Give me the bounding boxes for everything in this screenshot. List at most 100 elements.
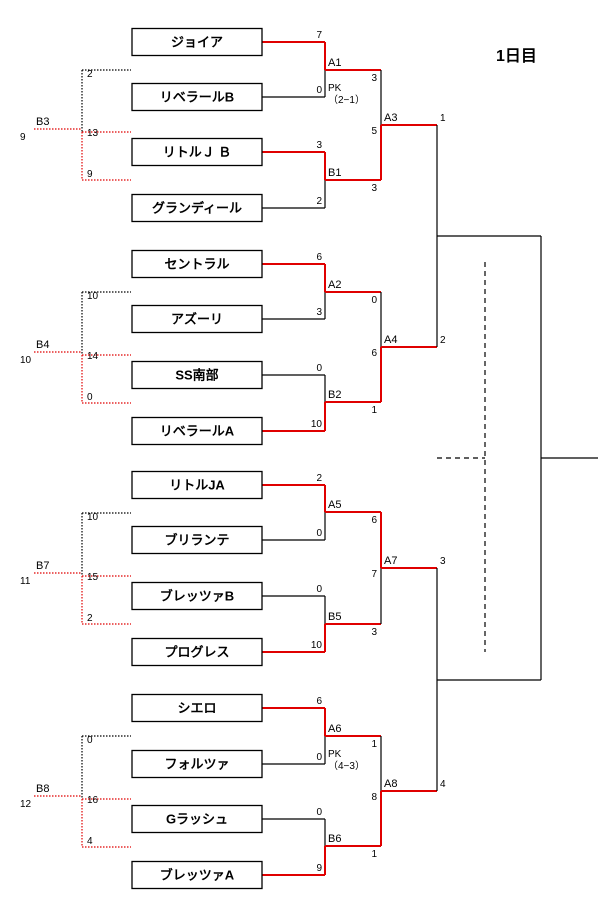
score: 1: [371, 849, 377, 860]
team-box: [131, 82, 263, 112]
bracket-lines: [34, 41, 598, 876]
score: 3: [316, 307, 322, 318]
match-label: B5: [328, 611, 341, 623]
match-label: A6: [328, 723, 341, 735]
team-box: [131, 637, 263, 667]
score: 0: [316, 528, 322, 539]
score: 3: [371, 73, 377, 84]
score: 3: [316, 140, 322, 151]
match-label: A8: [384, 778, 397, 790]
team-name: SS南部: [175, 368, 218, 383]
match-label: B7: [36, 560, 49, 572]
match-label: B1: [328, 167, 341, 179]
score: 0: [316, 807, 322, 818]
score: 3: [371, 183, 377, 194]
score: 2: [87, 613, 93, 624]
score: 10: [87, 291, 99, 302]
score: 10: [311, 419, 323, 430]
score: 7: [371, 569, 377, 580]
day-title: 1日目: [496, 47, 537, 65]
score: 1: [371, 405, 377, 416]
slot-number: 4: [440, 779, 446, 790]
score: 0: [316, 584, 322, 595]
team-name: ブレッツァA: [160, 868, 235, 883]
match-label: A2: [328, 279, 341, 291]
team-name: セントラル: [164, 257, 229, 272]
team-box: [131, 416, 263, 446]
pk-note: PK: [328, 749, 342, 760]
team-boxes: [131, 27, 263, 890]
team-name: シエロ: [177, 701, 216, 716]
score: 6: [316, 252, 322, 263]
score: 2: [316, 196, 322, 207]
team-box: [131, 804, 263, 834]
seed-number: 11: [20, 576, 31, 587]
match-label: B8: [36, 783, 49, 795]
match-label: A4: [384, 334, 397, 346]
team-name: リトルＪ Ｂ: [163, 145, 232, 160]
seed-number: 10: [20, 355, 32, 366]
team-name: ジョイア: [171, 35, 223, 50]
score: 6: [371, 348, 377, 359]
score: 0: [316, 752, 322, 763]
score: 0: [87, 392, 93, 403]
score: 9: [87, 169, 93, 180]
score: 8: [371, 792, 377, 803]
team-box: [131, 360, 263, 390]
team-box: [131, 249, 263, 279]
team-box: [131, 581, 263, 611]
team-name: グランディール: [152, 201, 242, 216]
team-box: [131, 693, 263, 723]
score: 10: [311, 640, 323, 651]
pk-note: （4−3）: [328, 760, 365, 772]
team-name: プログレス: [164, 645, 229, 660]
team-name: Gラッシュ: [166, 812, 228, 827]
team-box: [131, 860, 263, 890]
score: 0: [316, 363, 322, 374]
score: 6: [316, 696, 322, 707]
seed-number: 12: [20, 799, 32, 810]
team-box: [131, 137, 263, 167]
score: 0: [87, 735, 93, 746]
score: 4: [87, 836, 93, 847]
score: 6: [371, 515, 377, 526]
pk-note: PK: [328, 83, 342, 94]
match-label: B3: [36, 116, 49, 128]
team-name: アズーリ: [171, 312, 223, 327]
match-label: B6: [328, 833, 341, 845]
team-box: [131, 749, 263, 779]
slot-number: 3: [440, 556, 446, 567]
score: 0: [371, 295, 377, 306]
match-label: A7: [384, 555, 397, 567]
team-name: ブリランテ: [164, 533, 229, 548]
team-box: [131, 525, 263, 555]
team-name: ブレッツァB: [160, 589, 234, 604]
score: 13: [87, 128, 99, 139]
team-box: [131, 193, 263, 223]
team-box: [131, 470, 263, 500]
score: 15: [87, 572, 99, 583]
score: 1: [371, 739, 377, 750]
score: 2: [316, 473, 322, 484]
score: 2: [87, 69, 93, 80]
team-name: リベラールA: [160, 424, 235, 439]
match-label: A3: [384, 112, 397, 124]
team-name: リベラールB: [160, 90, 234, 105]
seed-number: 9: [20, 132, 26, 143]
match-label: B2: [328, 389, 341, 401]
score: 3: [371, 627, 377, 638]
slot-number: 1: [440, 113, 446, 124]
score: 5: [371, 126, 377, 137]
team-name: フォルツァ: [164, 757, 229, 772]
score: 7: [316, 30, 322, 41]
score: 10: [87, 512, 99, 523]
match-label: A5: [328, 499, 341, 511]
score: 16: [87, 795, 99, 806]
team-box: [131, 304, 263, 334]
team-box: [131, 27, 263, 57]
slot-number: 2: [440, 335, 446, 346]
score: 14: [87, 351, 99, 362]
match-label: B4: [36, 339, 49, 351]
